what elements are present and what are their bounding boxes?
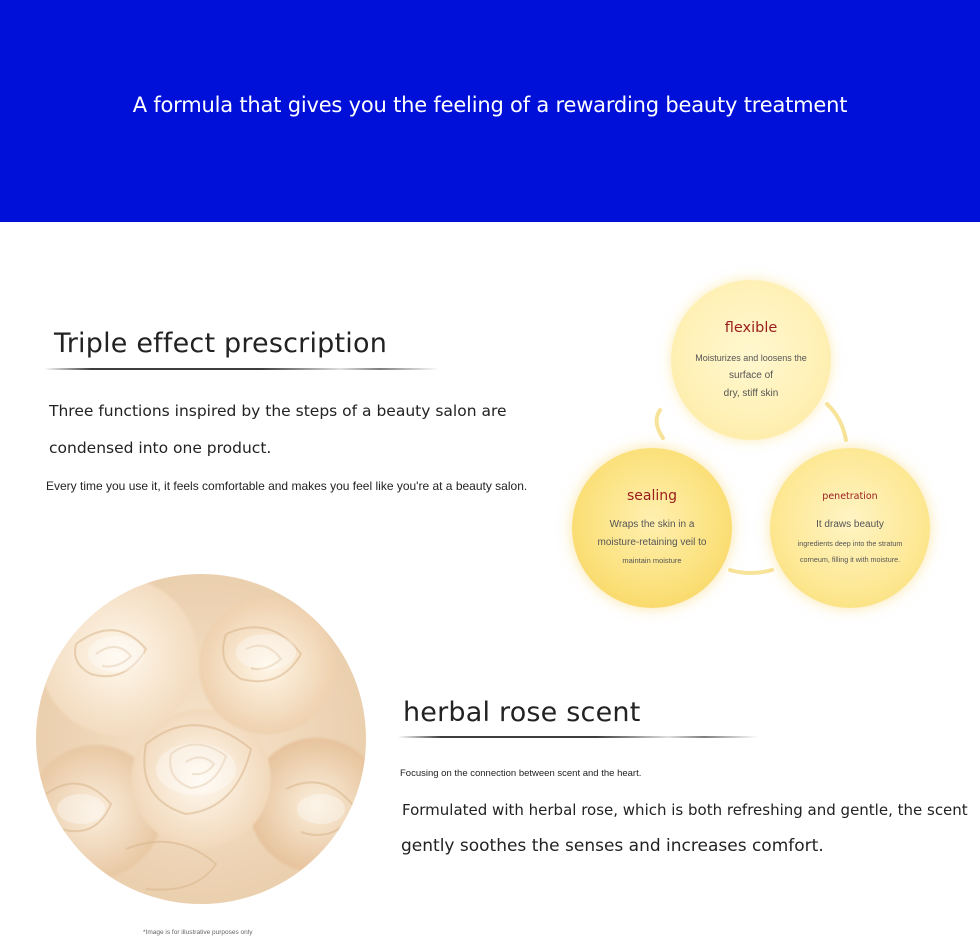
diagram-connectors (654, 402, 848, 575)
connector-bottom (728, 568, 774, 575)
scent-underline (398, 736, 758, 738)
triple-effect-line-3: Every time you use it, it feels comforta… (46, 479, 528, 493)
header-banner: A formula that gives you the feeling of … (0, 0, 980, 222)
rose-image (36, 574, 366, 904)
connector-right (825, 402, 848, 442)
triple-effect-line-1: Three functions inspired by the steps of… (49, 402, 507, 420)
penetration-title: penetration (822, 491, 878, 502)
penetration-line-1: It draws beauty (816, 519, 884, 530)
triple-effect-heading: Triple effect prescription (54, 328, 388, 359)
scent-heading: herbal rose scent (403, 697, 641, 728)
penetration-line-3: corneum, filling it with moisture. (799, 555, 901, 564)
image-caption: *Image is for illustrative purposes only (143, 929, 253, 936)
flexible-title: flexible (724, 320, 778, 336)
circle-penetration: penetration It draws beauty ingredients … (770, 448, 930, 608)
sealing-line-2: moisture-retaining veil to (597, 537, 707, 548)
connector-left (654, 408, 665, 440)
sealing-title: sealing (626, 488, 678, 504)
flexible-line-1: Moisturizes and loosens the (695, 353, 807, 363)
triple-effect-diagram: flexible Moisturizes and loosens the sur… (560, 270, 960, 630)
sealing-line-3: maintain moisture (622, 556, 682, 565)
triple-effect-underline (44, 368, 439, 370)
circle-sealing: sealing Wraps the skin in a moisture-ret… (572, 448, 732, 608)
circle-flexible: flexible Moisturizes and loosens the sur… (671, 280, 831, 440)
flexible-line-2: surface of (729, 370, 773, 381)
rose-petals-graphic (45, 626, 358, 891)
scent-line-1: Formulated with herbal rose, which is bo… (402, 801, 968, 819)
flexible-line-3: dry, stiff skin (723, 388, 779, 399)
banner-title: A formula that gives you the feeling of … (132, 93, 848, 117)
sealing-line-1: Wraps the skin in a (609, 519, 695, 530)
scent-line-2: gently soothes the senses and increases … (401, 836, 824, 856)
scent-subline: Focusing on the connection between scent… (400, 768, 642, 779)
triple-effect-line-2: condensed into one product. (49, 439, 272, 457)
penetration-line-2: ingredients deep into the stratum (797, 539, 903, 548)
